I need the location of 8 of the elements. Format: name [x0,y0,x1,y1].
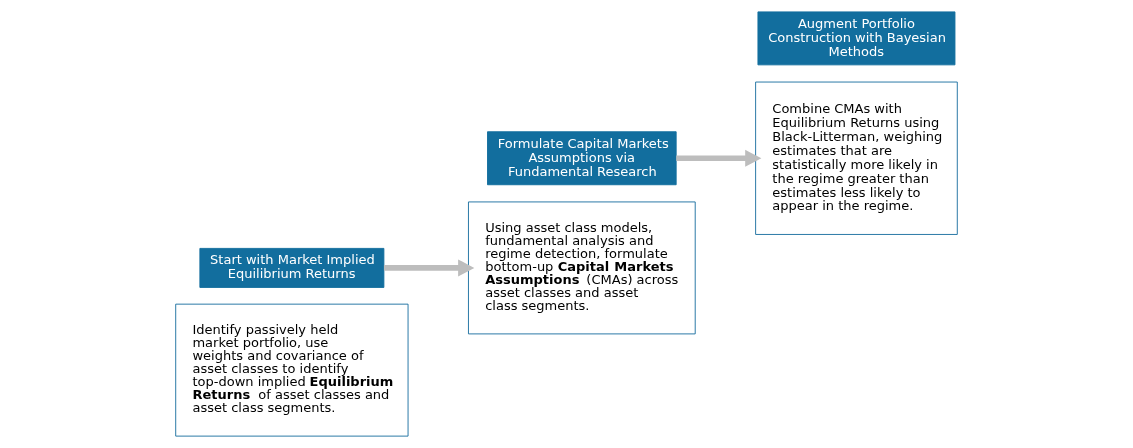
node-box: Using asset class models, fundamental analysis and regime detection, formulate bottom-up Capital Markets Assumptions (CMAs) across asset classes and asset class segments. [468,201,696,335]
arrow [676,149,762,167]
node-box: Augment Portfolio Construction with Bayesian Methods [757,11,956,66]
node-box: Start with Market Implied Equilibrium Returns [199,247,385,288]
node-box: Combine CMAs with Equilibrium Returns using Black-Litterman, weighing estimates that are statistically more likely in the regime greater than estimates less likely to appear in the regime. [755,81,958,235]
arrow [383,259,475,277]
node-box: Identify passively held market portfolio, use weights and covariance of asset classes to identify top-down implied Equilibrium Returns of asset classes and asset class segments. [175,303,409,437]
node-box: Formulate Capital Markets Assumptions via Fundamental Research [487,131,677,186]
